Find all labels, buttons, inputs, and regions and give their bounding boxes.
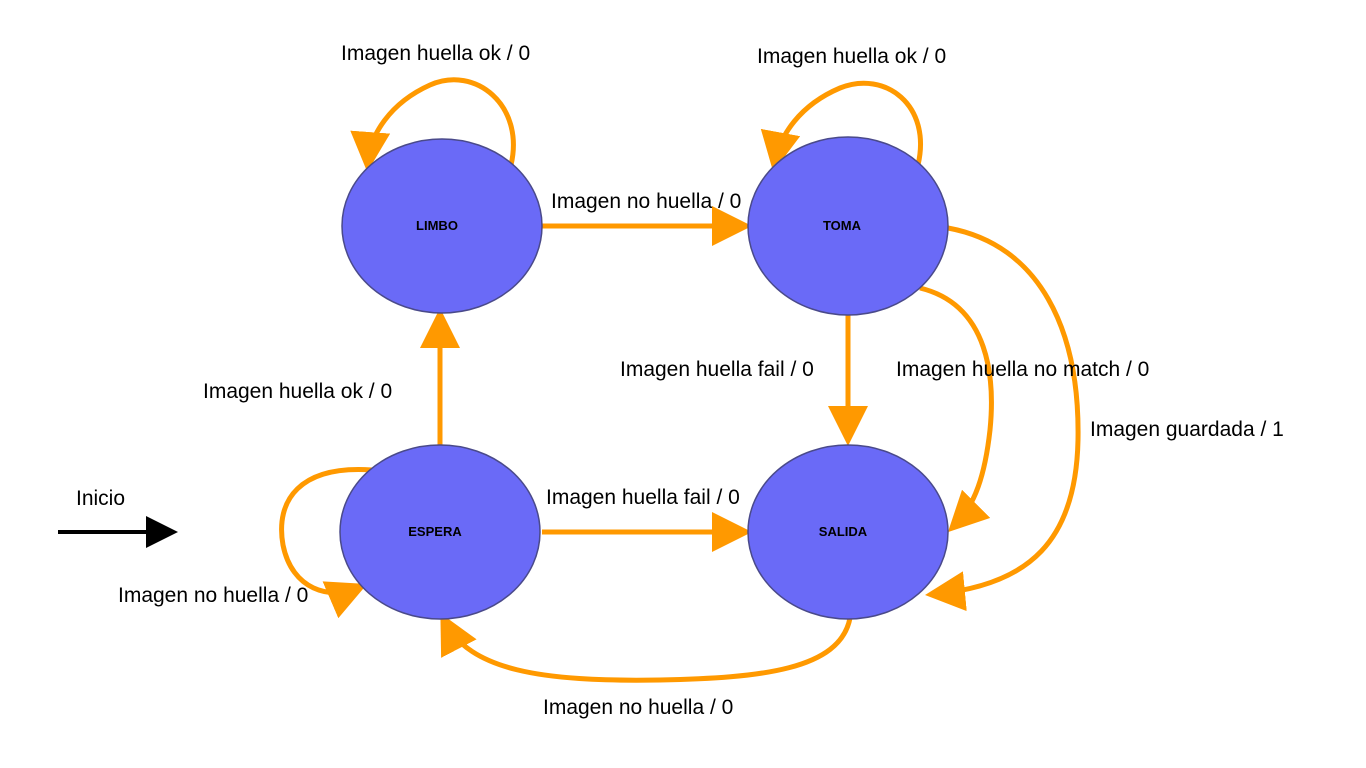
label-toma-self: Imagen huella ok / 0	[757, 45, 946, 68]
start-label: Inicio	[76, 487, 125, 510]
state-espera-circle	[339, 444, 541, 620]
transitions	[279, 77, 1081, 683]
start-indicator: Inicio	[58, 487, 178, 548]
edge-toma-self	[760, 80, 923, 172]
edge-salida-to-espera	[440, 613, 853, 683]
transition-labels: Imagen huella ok / 0 Imagen huella ok / …	[118, 42, 1284, 719]
state-limbo-label: LIMBO	[416, 218, 458, 233]
state-limbo-circle	[341, 138, 543, 314]
state-espera-label: ESPERA	[408, 524, 462, 539]
label-espera-self: Imagen no huella / 0	[118, 584, 308, 607]
label-toma-to-salida-fail: Imagen huella fail / 0	[620, 358, 814, 381]
state-toma-circle	[747, 136, 949, 316]
edge-espera-self	[279, 467, 373, 619]
edge-toma-to-salida-guardada	[925, 225, 1081, 612]
edge-toma-to-salida-nomatch	[919, 285, 994, 533]
label-toma-to-salida-guardada: Imagen guardada / 1	[1090, 418, 1284, 441]
edge-limbo-self	[350, 77, 516, 172]
state-limbo: LIMBO	[341, 138, 543, 314]
label-toma-to-salida-nomatch: Imagen huella no match / 0	[896, 358, 1149, 381]
label-espera-to-salida: Imagen huella fail / 0	[546, 486, 740, 509]
state-toma-label: TOMA	[823, 218, 862, 233]
label-limbo-self: Imagen huella ok / 0	[341, 42, 530, 65]
state-salida: SALIDA	[747, 444, 949, 620]
state-espera: ESPERA	[339, 444, 541, 620]
label-espera-to-limbo: Imagen huella ok / 0	[203, 380, 392, 403]
state-salida-circle	[747, 444, 949, 620]
state-salida-label: SALIDA	[819, 524, 868, 539]
states: LIMBO TOMA ESPERA SALIDA	[339, 136, 949, 620]
label-salida-to-espera: Imagen no huella / 0	[543, 696, 733, 719]
label-limbo-to-toma: Imagen no huella / 0	[551, 190, 741, 213]
state-toma: TOMA	[747, 136, 949, 316]
